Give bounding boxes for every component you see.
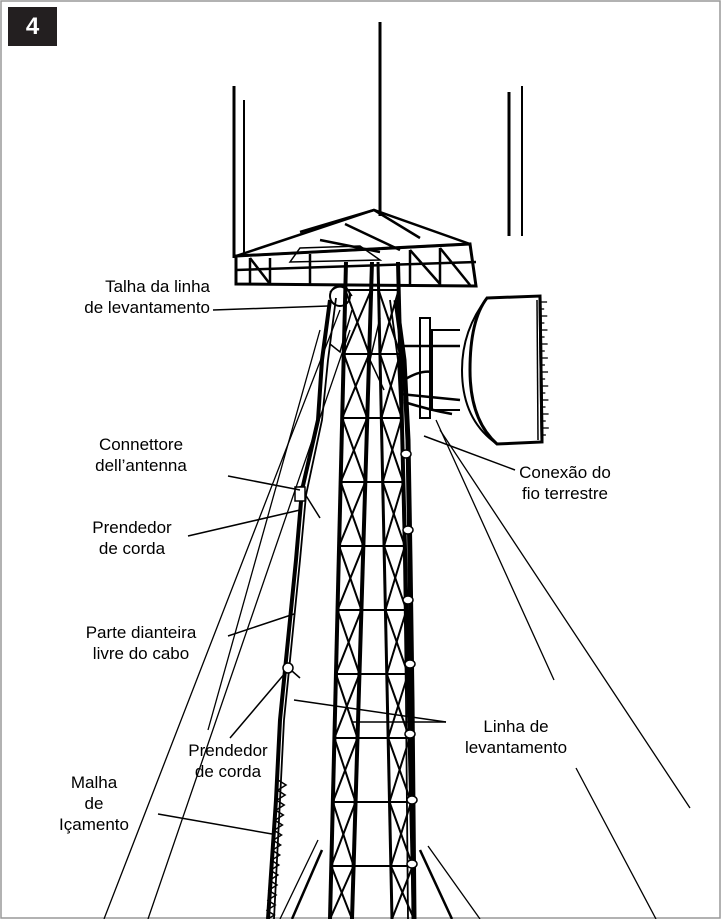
cable-clamps [294,449,418,869]
label-malha-line2: de [84,794,104,813]
label-prendedor-top-line2: de corda [98,539,166,558]
braid-link [277,779,288,791]
label-linha-line1: Linha de [483,717,549,736]
braid-link [274,809,285,821]
lattice-brace [391,865,414,919]
lattice-brace [384,545,406,611]
lattice-brace [338,481,367,547]
lattice-brace [329,865,355,919]
label-talha: Talha da linha de levantamento [58,276,210,318]
dish-antenna [399,294,544,446]
braid-link [267,889,278,901]
label-conexao-line2: fio terrestre [522,484,608,503]
lattice-brace [339,417,369,483]
braid-link [269,869,280,881]
label-parte-dianteira: Parte dianteira livre do cabo [56,622,226,664]
label-connettore: Connettore dell’antenna [76,434,206,476]
lattice-brace [335,609,363,675]
lattice-brace [331,737,359,803]
braid-link [274,819,284,831]
label-malha-line3: Içamento [59,815,129,834]
lattice-brace [336,545,365,611]
braid-link [275,799,286,811]
lattice-brace [383,481,405,547]
braid-link [265,909,276,919]
label-talha-line2: de levantamento [84,298,210,317]
braid-link [268,879,279,891]
label-connettore-line1: Connettore [98,435,184,454]
label-connettore-line2: dell’antenna [95,456,187,475]
lattice-brace [333,673,361,739]
lattice-brace [342,289,373,355]
lattice-brace [380,353,402,419]
label-parte-line2: livre do cabo [92,644,190,663]
lattice-brace [387,673,409,739]
label-talha-line1: Talha da linha [105,277,210,296]
label-conexao: Conexão do fio terrestre [500,462,630,504]
lattice-bracing [329,289,415,919]
figure-number: 4 [8,7,57,46]
tower-structure [232,22,523,919]
label-prendedor-bottom-line2: de corda [194,762,262,781]
hoisting-grip [265,779,288,919]
braid-link [266,899,277,911]
dish-rim-ticks [540,301,549,436]
label-linha-levantamento: Linha de levantamento [448,716,584,758]
label-prendedor-bottom: Prendedor de corda [178,740,278,782]
lattice-brace [330,801,357,867]
braid-link [273,829,283,841]
label-prendedor-top-line1: Prendedor [92,518,172,537]
label-linha-line2: levantamento [464,738,568,757]
label-prendedor-bottom-line1: Prendedor [188,741,268,760]
braid-link [272,839,283,851]
label-malha: Malha de Içamento [42,772,146,835]
label-malha-line1: Malha [70,773,118,792]
braid-link [270,859,281,871]
label-conexao-line1: Conexão do [519,463,611,482]
braid-link [276,789,287,801]
lattice-brace [385,609,408,675]
label-parte-line1: Parte dianteira [85,623,197,642]
label-prendedor-top: Prendedor de corda [76,517,188,559]
braid-link [271,849,282,861]
guy-wires [103,309,691,919]
leader-lines [157,305,516,835]
lattice-brace [341,353,371,419]
lattice-brace [381,417,403,483]
